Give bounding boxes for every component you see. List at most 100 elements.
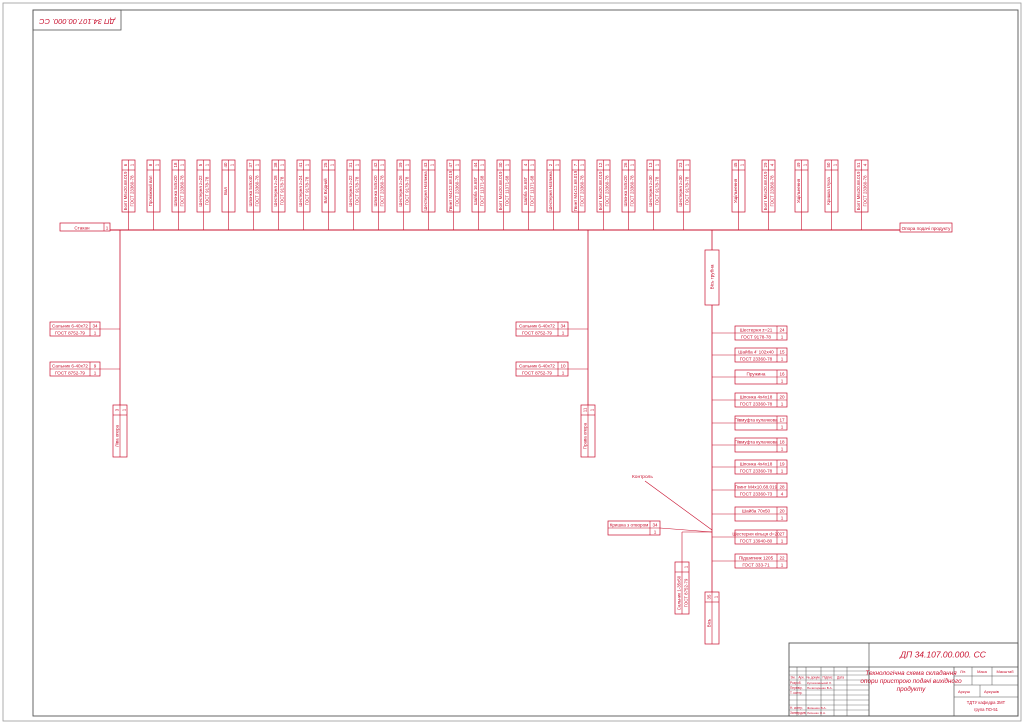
item-position: 34 (560, 324, 566, 329)
item-quantity: 1 (130, 163, 135, 166)
item-quantity: 1 (781, 356, 784, 361)
item-position: 34 (652, 523, 658, 528)
item-position: 22 (779, 556, 785, 561)
item-quantity: 1 (405, 163, 410, 166)
item-name: Права опора (583, 422, 588, 449)
item-standard: ГОСТ 9178-78 (741, 334, 771, 339)
control-leader-line (644, 480, 713, 531)
item-name: Півмуфта кулачкова (734, 418, 778, 423)
item-quantity: 1 (781, 378, 784, 383)
item-name: Сальник 6-40х72 (519, 364, 555, 369)
item-position: 5 (198, 163, 203, 166)
item-name: Шпонка 5х5х40 (248, 175, 253, 207)
item-quantity: 1 (684, 565, 689, 568)
tb-col-header: Зм. (790, 676, 795, 680)
item-standard: ГОСТ 23360-78 (740, 356, 773, 361)
item-quantity: 1 (155, 163, 160, 166)
item-standard: ГОСТ 333-71 (742, 562, 770, 567)
final-product-label: Опора подачі продукту (902, 226, 951, 231)
title-line-2: опори пристрою подачі вихідного (860, 677, 962, 685)
item-name: Вал (223, 187, 228, 195)
title-line-1: Технологічна схема складання (865, 669, 957, 677)
item-position: 49 (796, 162, 801, 167)
item-position: 12 (598, 162, 603, 167)
tb-person-name: Кулачковський Л. (807, 681, 832, 685)
item-name: Сальник 6-40х72 (52, 364, 88, 369)
mirror-code-box (32, 9, 122, 31)
item-standard: ГОСТ 8752-79 (55, 370, 85, 375)
item-quantity: 1 (654, 529, 657, 534)
item-name: Болт М6х20.68.019 (856, 171, 861, 210)
item-position: 51 (856, 162, 861, 167)
item-quantity: 4 (770, 163, 775, 166)
item-position: 42 (373, 162, 378, 167)
item-quantity: 1 (530, 163, 535, 166)
item-standard: ГОСТ 23360-78 (605, 175, 610, 207)
item-position: 37 (248, 162, 253, 167)
cover-item-connector (659, 527, 713, 533)
item-standard: ГОСТ 9178-78 (655, 176, 660, 205)
item-quantity: 1 (833, 163, 838, 166)
item-name: Шпонка 5х5х20 (373, 175, 378, 207)
item-name: Шестерня кільця d=20 (732, 532, 780, 537)
item-quantity: 1 (562, 330, 565, 335)
item-standard: ГОСТ 13940-80 (740, 538, 773, 543)
item-standard: ГОСТ 8752-79 (522, 330, 552, 335)
item-quantity: 1 (455, 163, 460, 166)
item-position: 9 (94, 364, 97, 369)
org-line-2: група ПО-51 (974, 707, 999, 712)
item-standard: ГОСТ 23360-78 (770, 175, 775, 207)
item-position: 18 (779, 440, 785, 445)
tb-row-label: Перевір. (790, 686, 803, 690)
item-name: Шестерня z=22 (198, 175, 203, 207)
item-name: Сальник 1-35х50 (677, 575, 682, 610)
item-name: Шайба 70х50 (742, 508, 771, 514)
item-quantity: 1 (480, 163, 485, 166)
item-quantity: 1 (605, 163, 610, 166)
tb-person-name: Нечипоренко В.А. (807, 686, 833, 690)
item-name: Шпонка 4х4х18 (740, 462, 773, 467)
item-name: Сальник 6-40х72 (52, 324, 88, 329)
org-line-1: ТДТУ кафедра ЗМТ (967, 700, 1006, 705)
item-name: Шестерня z=21 (740, 328, 773, 333)
item-standard: ГОСТ 23360-73 (740, 491, 773, 496)
item-name: Шпонка 5х5х20 (623, 175, 628, 207)
item-standard: ГОСТ 8752-79 (55, 330, 85, 335)
item-position: 34 (92, 324, 98, 329)
item-standard: ГОСТ 8752-79 (522, 370, 552, 375)
item-standard: ГОСТ 23360-78 (863, 175, 868, 207)
item-position: 20 (779, 395, 785, 400)
item-standard: ГОСТ 9178-78 (405, 176, 410, 205)
item-position: 3 (115, 408, 120, 411)
tb-col-header: № докум. (806, 676, 820, 680)
item-position: 4 (523, 163, 528, 166)
item-quantity: 1 (255, 163, 260, 166)
item-name: Вал Вхідний (323, 178, 328, 204)
item-name: Шестерня z=24 (298, 175, 303, 207)
item-quantity: 4 (781, 491, 784, 496)
item-name: Гвинт М4х10.68.019 (735, 485, 778, 490)
item-name: Гвинт М4х12.68.019 (573, 170, 578, 211)
item-name: Пружина (747, 372, 766, 377)
item-quantity: 1 (781, 446, 784, 451)
item-standard: ГОСТ 9178-78 (205, 176, 210, 205)
axle-subassembly-box: Вісь трубна (704, 249, 720, 306)
item-position: 10 (560, 364, 566, 369)
